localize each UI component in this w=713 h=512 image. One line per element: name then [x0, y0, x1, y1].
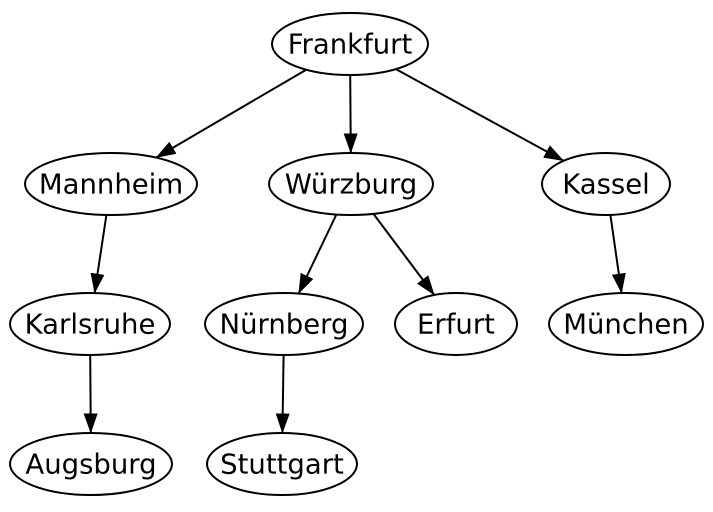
edge-wurzburg-nurnberg	[297, 214, 338, 294]
node-shape	[24, 152, 198, 216]
edge-wurzburg-erfurt	[372, 213, 436, 296]
edge-kassel-munchen	[609, 214, 626, 294]
node-wurzburg: Würzburg	[268, 152, 434, 216]
node-label: Augsburg	[25, 449, 156, 481]
node-shape	[9, 292, 171, 356]
edge-frankfurt-kassel	[395, 68, 565, 162]
node-shape	[541, 152, 671, 216]
node-shape	[268, 152, 434, 216]
edge-frankfurt-wurzburg	[343, 74, 358, 154]
node-erfurt: Erfurt	[394, 292, 518, 356]
node-munchen: München	[548, 292, 704, 356]
node-label: Nürnberg	[220, 309, 349, 341]
node-label: Stuttgart	[220, 449, 344, 481]
node-label: Karlsruhe	[25, 309, 156, 341]
node-label: Kassel	[562, 169, 650, 201]
edges-layer	[83, 68, 626, 434]
node-frankfurt: Frankfurt	[271, 12, 429, 76]
edge-nurnberg-stuttgart	[275, 354, 290, 434]
edge-karlsruhe-augsburg	[83, 354, 98, 434]
node-shape	[9, 432, 173, 496]
node-label: München	[563, 309, 688, 341]
node-shape	[394, 292, 518, 356]
node-karlsruhe: Karlsruhe	[9, 292, 171, 356]
node-mannheim: Mannheim	[24, 152, 198, 216]
node-label: Würzburg	[285, 169, 418, 201]
node-label: Frankfurt	[288, 29, 413, 61]
node-shape	[206, 432, 358, 496]
node-label: Mannheim	[39, 169, 183, 201]
node-shape	[204, 292, 364, 356]
node-stuttgart: Stuttgart	[206, 432, 358, 496]
node-nurnberg: Nürnberg	[204, 292, 364, 356]
node-label: Erfurt	[417, 309, 495, 341]
node-kassel: Kassel	[541, 152, 671, 216]
edge-mannheim-karlsruhe	[90, 214, 108, 294]
edge-frankfurt-mannheim	[155, 68, 307, 159]
node-shape	[548, 292, 704, 356]
node-shape	[271, 12, 429, 76]
node-augsburg: Augsburg	[9, 432, 173, 496]
